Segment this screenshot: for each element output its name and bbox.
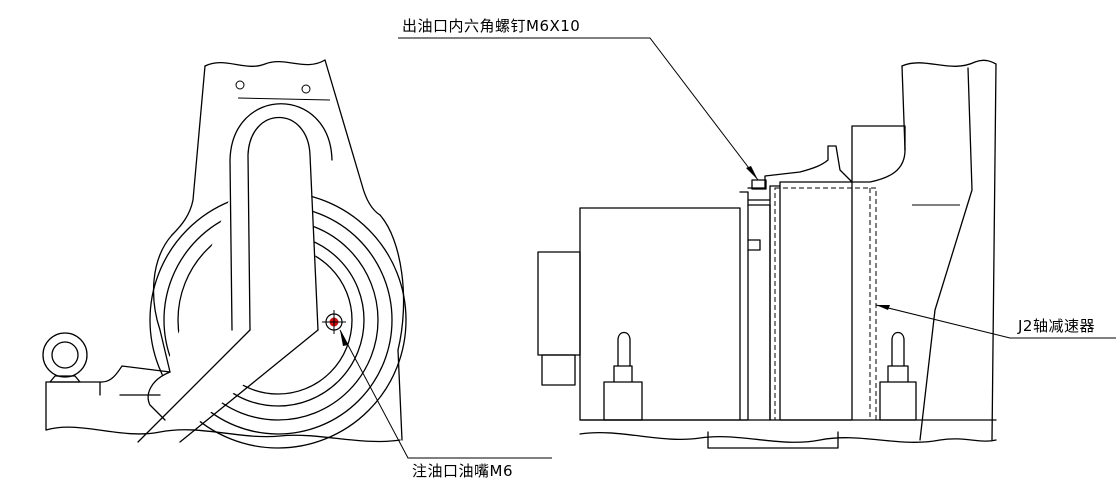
arm-mask (138, 116, 320, 440)
motor-adapter (747, 199, 771, 421)
leader-oil-outlet-arrow (746, 166, 758, 180)
leader-reducer-arrow (876, 305, 890, 310)
leader-reducer (875, 304, 1116, 339)
connector-box (537, 251, 581, 356)
label-reducer: J2轴减速器 (1017, 317, 1095, 335)
flange-outline (851, 125, 906, 183)
bottom-base (707, 431, 839, 449)
left-bottom-break-line (45, 426, 401, 443)
reducer-outline (779, 181, 853, 421)
right-stud (891, 331, 905, 367)
top-plate-line (237, 97, 331, 101)
leader-oil-outlet (398, 37, 759, 181)
leader-oil-inlet (339, 329, 552, 459)
bolt-hole-right (301, 84, 311, 94)
leader-oil-inlet-arrow (340, 330, 348, 346)
annotations: 出油口内六角螺钉M6X10 J2轴减速器 注油口油嘴M6 (398, 17, 1116, 480)
arm-slot-outer (229, 103, 333, 331)
lifting-eye-inner (51, 341, 79, 369)
side-web-right (379, 214, 405, 351)
base-left-outline (45, 365, 171, 431)
bolt-hole-left (235, 80, 245, 90)
diagonal-strut (137, 329, 319, 443)
base-right-edge (397, 349, 403, 441)
reducer-hidden-outline (774, 187, 877, 421)
left-top-break-line (204, 59, 326, 67)
oil-nipple-crosshair (322, 310, 346, 334)
connector-tab (541, 354, 576, 386)
lifting-eye-base (49, 375, 81, 383)
lifting-eye-outer (42, 332, 88, 378)
left-stud (617, 331, 631, 367)
right-side-view (537, 59, 997, 449)
right-bottom-break-line (579, 431, 997, 443)
reducer-top-step (747, 145, 853, 189)
label-oil-outlet-screw: 出油口内六角螺钉M6X10 (402, 17, 580, 35)
label-oil-inlet-nipple: 注油口油嘴M6 (412, 462, 513, 480)
base-step (99, 381, 161, 396)
left-foot (603, 365, 643, 421)
side-web-left (152, 234, 173, 373)
right-foot (879, 365, 917, 421)
arm-slot (247, 117, 319, 331)
arm-outline (171, 59, 381, 236)
motor-face (739, 191, 749, 421)
left-front-view (42, 59, 552, 459)
housing-mid-line (919, 67, 973, 441)
right-top-break-line (901, 59, 997, 67)
oil-outlet-screw (751, 179, 767, 190)
housing-right-edge (991, 63, 997, 441)
